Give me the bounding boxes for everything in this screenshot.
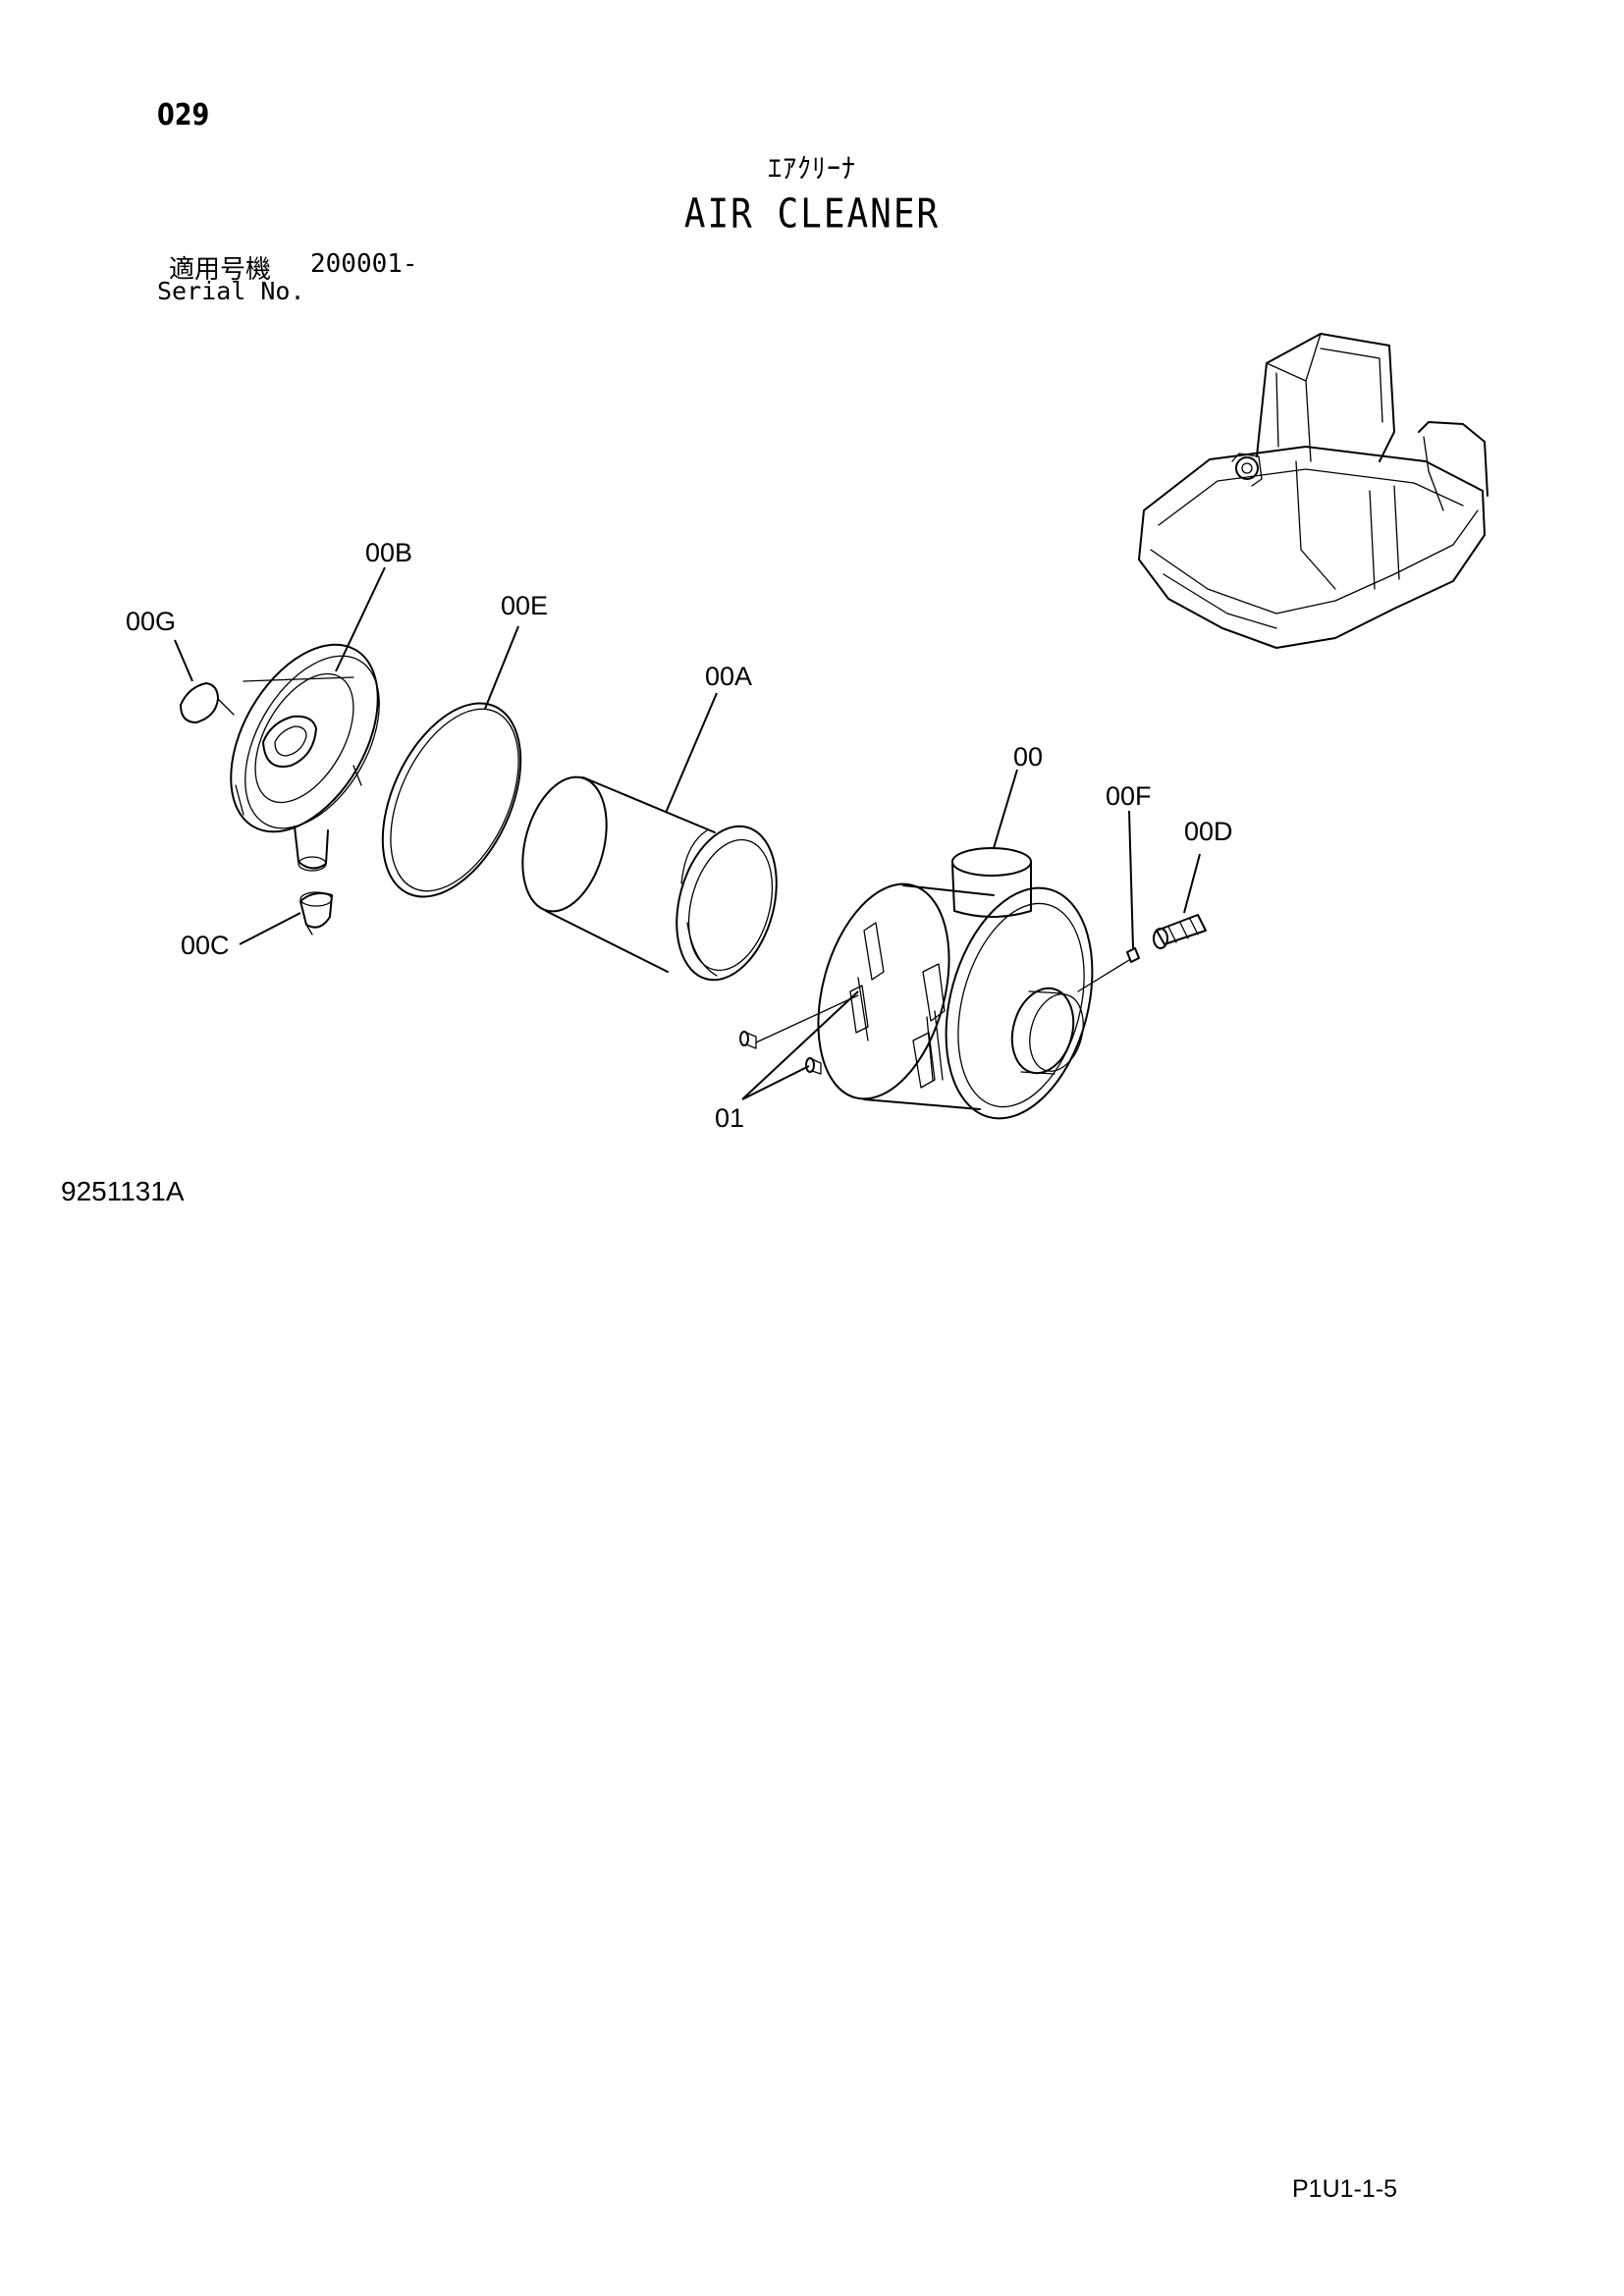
leader-01-upper	[741, 990, 859, 1100]
callout-00b: 00B	[365, 538, 413, 567]
page-title-japanese: ｴｱｸﾘｰﾅ	[767, 152, 856, 185]
callout-01: 01	[715, 1103, 745, 1133]
serial-label-japanese: 適用号機	[169, 255, 272, 285]
part-00b-cover	[230, 643, 380, 872]
part-01-bolts	[739, 1031, 822, 1075]
leader-00b	[335, 566, 386, 672]
leader-00	[993, 769, 1018, 849]
callout-00f: 00F	[1106, 781, 1152, 811]
drawing-code: 9251131A	[61, 1176, 185, 1206]
part-00f-nut	[1126, 947, 1140, 963]
callout-00a: 00A	[705, 662, 753, 691]
callout-00e: 00E	[501, 591, 549, 620]
part-00g-cap	[180, 682, 235, 723]
leader-00c	[239, 912, 301, 945]
bolt-axis-line	[755, 994, 859, 1043]
callout-00g: 00G	[126, 607, 177, 636]
nut-axis-line	[1077, 959, 1130, 992]
callout-00c: 00C	[181, 931, 230, 960]
machine-location-inset	[1138, 333, 1489, 649]
part-00a-filter	[521, 775, 778, 982]
part-00e-gasket	[381, 702, 522, 898]
part-00-housing	[817, 847, 1094, 1120]
leader-00g	[174, 639, 193, 682]
page-title: AIR CLEANER	[683, 190, 941, 239]
part-00c-clamp	[299, 891, 333, 935]
leader-00a	[665, 692, 718, 814]
sheet-code: P1U1-1-5	[1292, 2175, 1397, 2203]
part-00d-valve	[1153, 914, 1207, 949]
callout-00d: 00D	[1184, 817, 1233, 846]
leader-00f	[1128, 810, 1134, 949]
leader-00e	[484, 625, 519, 710]
leader-01-lower	[741, 1065, 810, 1100]
leader-00d	[1183, 853, 1201, 914]
serial-label: Serial No.	[157, 277, 305, 305]
page-number: 029	[157, 98, 210, 133]
serial-range: 200001-	[310, 249, 418, 279]
callout-00: 00	[1013, 742, 1044, 772]
